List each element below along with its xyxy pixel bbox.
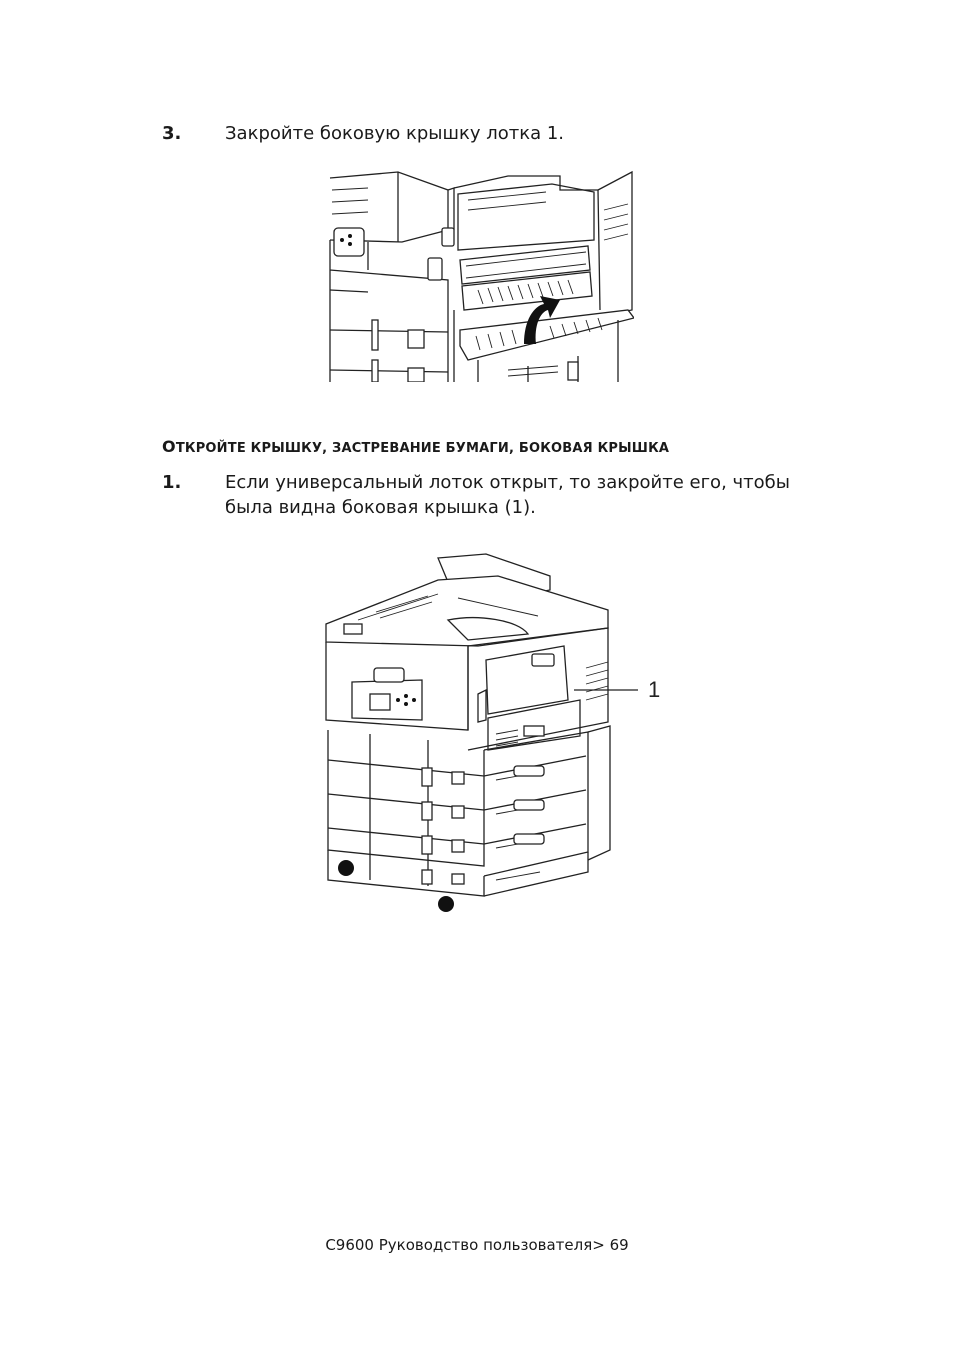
callout-label: 1	[648, 677, 660, 702]
step-number: 3.	[162, 123, 182, 144]
section-heading: ОТКРОЙТЕ КРЫШКУ, ЗАСТРЕВАНИЕ БУМАГИ, БОК…	[162, 437, 669, 456]
section-heading-rest: ТКРОЙТЕ КРЫШКУ, ЗАСТРЕВАНИЕ БУМАГИ, БОКО…	[175, 441, 670, 456]
page-footer: C9600 Руководство пользователя> 69	[325, 1236, 629, 1254]
figure-close-tray-cover	[328, 170, 636, 386]
figure-printer-side-cover: 1	[318, 550, 678, 920]
step-text-line2: была видна боковая крышка (1).	[225, 497, 536, 518]
step-text: Закройте боковую крышку лотка 1.	[225, 123, 565, 144]
step-text-line1: Если универсальный лоток открыт, то закр…	[225, 472, 790, 493]
section-heading-initial: О	[162, 437, 176, 456]
step-number: 1.	[162, 472, 182, 493]
